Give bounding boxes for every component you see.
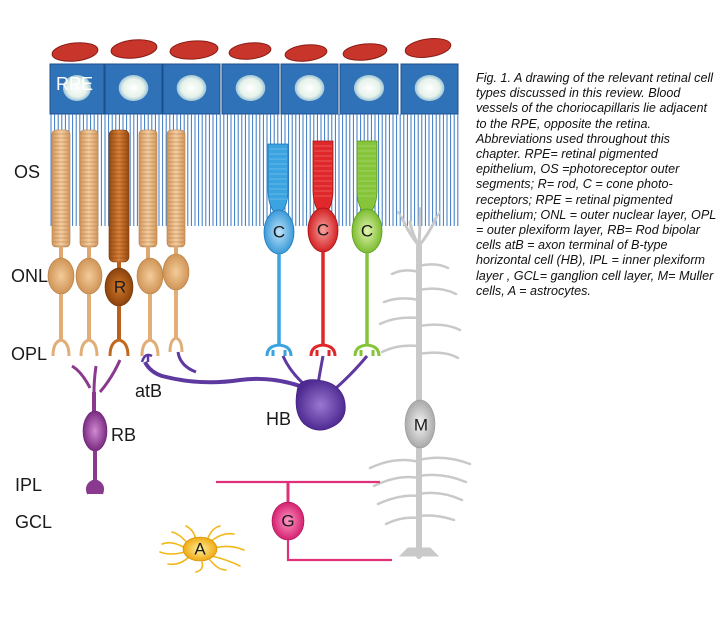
rod-cell <box>75 129 103 357</box>
cell-label-axon-terminal: atB <box>135 381 162 401</box>
layer-label-opl: OPL <box>11 344 47 364</box>
layer-label-rpe: RPE <box>56 74 93 94</box>
cell-label-astrocyte: A <box>194 540 206 559</box>
horizontal-cell <box>140 351 369 431</box>
blood-vessels <box>51 38 452 62</box>
cone-cell-red <box>307 140 339 357</box>
astrocyte <box>159 525 245 573</box>
rpe-cell <box>280 63 339 115</box>
ganglion-cell <box>216 480 392 562</box>
rpe-cell <box>339 63 399 115</box>
layer-label-gcl: GCL <box>15 512 52 532</box>
cone-cells <box>263 140 383 357</box>
astrocyte-body <box>182 536 218 562</box>
rpe-cell <box>221 63 280 115</box>
cell-label-horizontal: HB <box>266 409 291 429</box>
rod-cell <box>162 129 190 353</box>
cell-label-rod: R <box>114 278 126 297</box>
layer-label-onl: ONL <box>11 266 48 286</box>
cell-label-rod-bipolar: RB <box>111 425 136 445</box>
rpe-cell <box>400 63 459 115</box>
rpe-layer <box>49 63 459 115</box>
rod-cell-highlighted <box>104 129 134 357</box>
rpe-cell <box>162 63 221 115</box>
rod-cells <box>47 129 190 357</box>
figure-caption: Fig. 1. A drawing of the relevant retina… <box>476 71 717 298</box>
muller-cell <box>368 207 472 559</box>
muller-cell-body <box>404 399 436 449</box>
layer-label-ipl: IPL <box>15 475 42 495</box>
rpe-cell <box>49 63 105 115</box>
cell-label-muller: M <box>414 416 428 435</box>
layer-label-os: OS <box>14 162 40 182</box>
cell-label-cone-red: C <box>317 221 329 240</box>
rod-cell <box>47 129 75 357</box>
cell-label-ganglion: G <box>281 512 294 531</box>
rod-bipolar-cell <box>71 359 122 495</box>
cell-label-cone-blue: C <box>273 223 285 242</box>
cone-cell-green <box>351 140 383 357</box>
rpe-cell <box>104 63 163 115</box>
cell-label-cone-green: C <box>361 222 373 241</box>
cone-cell-blue <box>263 143 295 357</box>
